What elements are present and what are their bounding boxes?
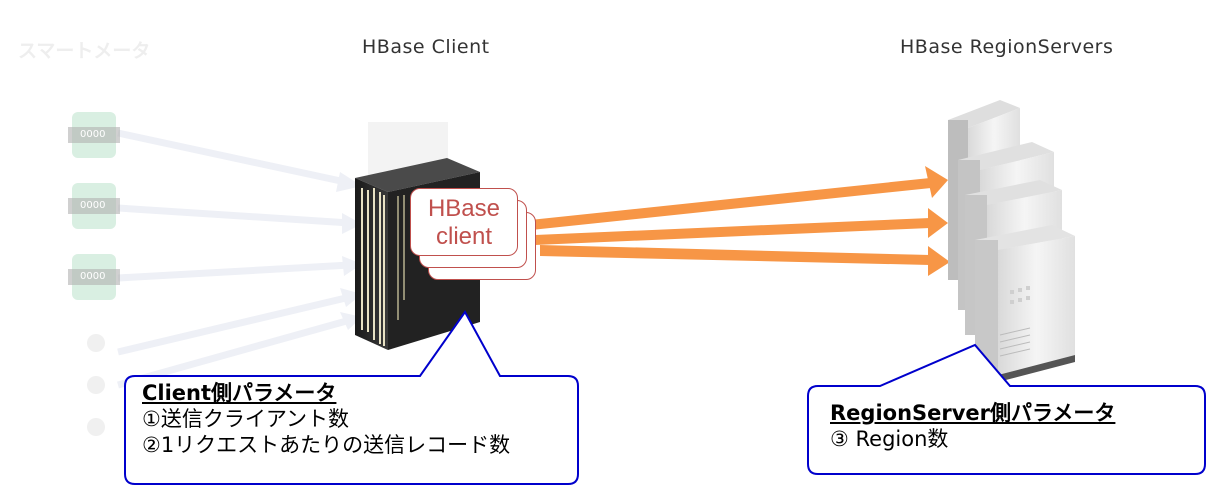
meter-arrows bbox=[117, 129, 351, 389]
meter-label: 0000 bbox=[80, 200, 106, 211]
client-box-line2: client bbox=[435, 223, 493, 250]
region-callout-line: ③ Region数 bbox=[830, 427, 949, 451]
meter-arrow-1 bbox=[117, 129, 351, 187]
ellipsis-dot bbox=[87, 334, 105, 352]
hbase-client-box: HBase client bbox=[410, 188, 518, 256]
client-callout-text: Client側パラメータ ①送信クライアント数 ②1リクエストあたりの送信レコー… bbox=[142, 380, 510, 458]
smart-meter-icon bbox=[68, 183, 120, 229]
client-callout-line: ②1リクエストあたりの送信レコード数 bbox=[142, 433, 511, 457]
client-to-region-arrows bbox=[530, 166, 950, 276]
smart-meter-header: スマートメータ bbox=[18, 40, 151, 62]
region-callout-text: RegionServer側パラメータ ③ Region数 bbox=[830, 400, 1115, 452]
meter-label: 0000 bbox=[80, 129, 106, 140]
meter-label: 0000 bbox=[80, 271, 106, 282]
smart-meter-icon bbox=[68, 112, 120, 158]
client-callout-line: ①送信クライアント数 bbox=[142, 407, 349, 431]
region-callout-bubble bbox=[807, 343, 1206, 475]
client-box-line1: HBase bbox=[427, 195, 501, 222]
hbase-client-header: HBase Client bbox=[362, 36, 490, 58]
ellipsis-dot bbox=[87, 418, 105, 436]
client-callout-bubble bbox=[124, 310, 579, 485]
meter-arrow-5 bbox=[117, 316, 351, 389]
ellipsis-dot bbox=[87, 376, 105, 394]
smart-meter-icon bbox=[68, 254, 120, 300]
region-callout-title: RegionServer側パラメータ bbox=[830, 401, 1116, 425]
meter-arrow-3 bbox=[117, 261, 351, 282]
client-callout-title: Client側パラメータ bbox=[142, 381, 337, 405]
tower-server-icon bbox=[948, 100, 1075, 382]
hbase-regionservers-header: HBase RegionServers bbox=[900, 36, 1114, 58]
meter-arrow-4 bbox=[117, 293, 351, 356]
meter-arrow-2 bbox=[117, 204, 351, 227]
